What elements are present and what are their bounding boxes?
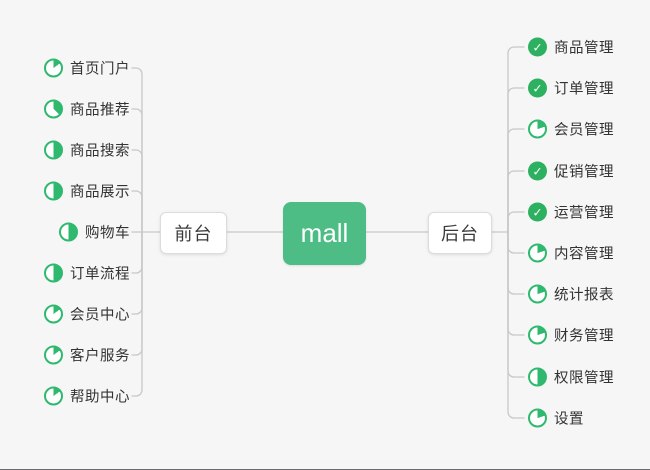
node-label: 客户服务	[70, 348, 130, 365]
node-finance-mgmt[interactable]: 财务管理	[528, 325, 614, 346]
node-shopping-cart[interactable]: 购物车	[59, 222, 130, 243]
node-product-recommend[interactable]: 商品推荐	[44, 99, 130, 120]
check-icon[interactable]: ✓	[528, 202, 547, 222]
node-home-portal[interactable]: 首页门户	[44, 58, 130, 79]
frontend-label: 前台	[174, 224, 213, 244]
node-label: 统计报表	[554, 287, 614, 304]
progress-icon[interactable]	[528, 325, 547, 345]
progress-icon[interactable]	[44, 345, 63, 365]
node-settings[interactable]: 设置	[528, 408, 584, 429]
node-customer-service[interactable]: 客户服务	[44, 345, 130, 366]
node-label: 会员中心	[70, 307, 130, 324]
progress-icon[interactable]	[44, 58, 63, 78]
progress-icon[interactable]	[44, 99, 63, 119]
node-product-display[interactable]: 商品展示	[44, 181, 130, 202]
node-promotion-mgmt[interactable]: ✓ 促销管理	[528, 161, 614, 182]
backend-label: 后台	[441, 224, 479, 244]
node-order-flow[interactable]: 订单流程	[44, 263, 130, 284]
progress-icon[interactable]	[44, 140, 63, 160]
node-label: 帮助中心	[70, 389, 130, 406]
node-backend[interactable]: 后台	[428, 212, 492, 254]
progress-icon[interactable]	[44, 263, 63, 283]
node-label: 订单管理	[554, 81, 614, 98]
node-product-mgmt[interactable]: ✓ 商品管理	[528, 37, 614, 58]
progress-icon[interactable]	[528, 367, 547, 387]
node-operations-mgmt[interactable]: ✓ 运营管理	[528, 202, 614, 223]
node-member-mgmt[interactable]: 会员管理	[528, 119, 614, 140]
progress-icon[interactable]	[528, 243, 547, 263]
node-label: 商品展示	[70, 184, 130, 201]
node-label: 订单流程	[70, 266, 130, 283]
node-label: 商品搜索	[70, 143, 130, 160]
node-label: 会员管理	[554, 122, 614, 139]
node-label: 设置	[554, 411, 584, 428]
node-permission-mgmt[interactable]: 权限管理	[528, 367, 614, 388]
node-root-mall[interactable]: mall	[283, 202, 366, 265]
node-order-mgmt[interactable]: ✓ 订单管理	[528, 78, 614, 99]
node-product-search[interactable]: 商品搜索	[44, 140, 130, 161]
node-label: 内容管理	[554, 246, 614, 263]
node-label: 商品推荐	[70, 102, 130, 119]
node-label: 财务管理	[554, 328, 614, 345]
progress-icon[interactable]	[44, 304, 63, 324]
node-label: 权限管理	[554, 370, 614, 387]
node-member-center[interactable]: 会员中心	[44, 304, 130, 325]
check-icon[interactable]: ✓	[528, 37, 547, 57]
node-label: 运营管理	[554, 205, 614, 222]
progress-icon[interactable]	[44, 181, 63, 201]
node-label: 首页门户	[70, 61, 130, 78]
node-help-center[interactable]: 帮助中心	[44, 386, 130, 407]
progress-icon[interactable]	[528, 408, 547, 428]
root-label: mall	[300, 218, 349, 248]
node-statistics-report[interactable]: 统计报表	[528, 284, 614, 305]
node-frontend[interactable]: 前台	[160, 212, 227, 254]
node-label: 购物车	[85, 225, 130, 242]
check-icon[interactable]: ✓	[528, 78, 547, 98]
progress-icon[interactable]	[528, 119, 547, 139]
progress-icon[interactable]	[528, 284, 547, 304]
progress-icon[interactable]	[59, 222, 78, 242]
node-label: 商品管理	[554, 40, 614, 57]
node-content-mgmt[interactable]: 内容管理	[528, 243, 614, 264]
check-icon[interactable]: ✓	[528, 161, 547, 181]
node-label: 促销管理	[554, 164, 614, 181]
progress-icon[interactable]	[44, 386, 63, 406]
